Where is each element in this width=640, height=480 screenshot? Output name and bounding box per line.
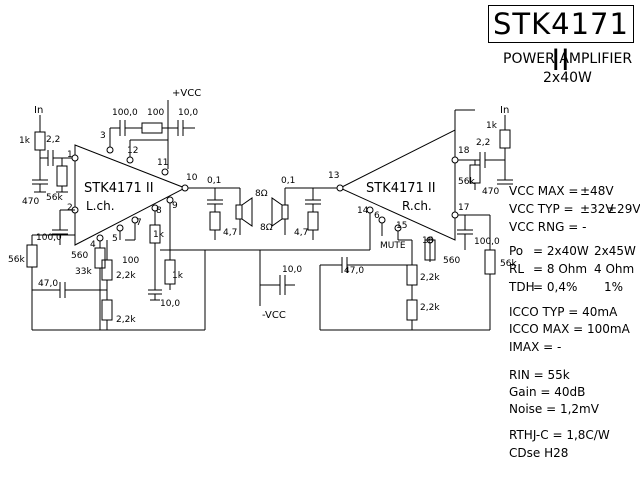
svg-text:1k: 1k bbox=[486, 121, 498, 131]
svg-text:2,2k: 2,2k bbox=[420, 303, 440, 313]
svg-text:17: 17 bbox=[458, 203, 469, 213]
supply-wiring bbox=[259, 250, 295, 306]
right-amplifier-triangle bbox=[338, 129, 456, 241]
svg-text:100: 100 bbox=[122, 256, 139, 266]
svg-text:10: 10 bbox=[186, 173, 198, 183]
svg-text:100: 100 bbox=[147, 108, 164, 118]
svg-text:2,2: 2,2 bbox=[476, 138, 490, 148]
mute-label: MUTE bbox=[380, 241, 406, 251]
rl-alt-value: 4 Ohm bbox=[594, 262, 635, 276]
svg-text:8: 8 bbox=[156, 206, 162, 216]
svg-text:56k: 56k bbox=[500, 259, 517, 269]
svg-text:12: 12 bbox=[127, 146, 138, 156]
svg-text:13: 13 bbox=[328, 171, 339, 181]
svg-text:4,7: 4,7 bbox=[223, 228, 237, 238]
svg-text:100,0: 100,0 bbox=[36, 233, 62, 243]
svg-text:47,0: 47,0 bbox=[38, 279, 58, 289]
svg-text:56k: 56k bbox=[458, 177, 475, 187]
svg-text:470: 470 bbox=[22, 197, 39, 207]
right-channel-label: R.ch. bbox=[402, 199, 432, 213]
svg-text:9: 9 bbox=[172, 201, 178, 211]
tdh-label: TDH bbox=[509, 280, 535, 294]
left-amplifier-triangle bbox=[74, 144, 187, 246]
right-chip-label: STK4171 II bbox=[366, 181, 436, 196]
icco-typ: ICCO TYP = 40mA bbox=[509, 305, 618, 319]
vcc-typ-label: VCC TYP = bbox=[509, 202, 574, 216]
left-chip-label: STK4171 II bbox=[84, 181, 154, 196]
svg-text:470: 470 bbox=[482, 187, 499, 197]
vcc-max-value: ±48V bbox=[580, 184, 614, 198]
svg-text:0,1: 0,1 bbox=[207, 176, 221, 186]
svg-text:3: 3 bbox=[100, 131, 106, 141]
svg-text:2: 2 bbox=[67, 203, 73, 213]
svg-text:18: 18 bbox=[458, 146, 470, 156]
svg-text:5: 5 bbox=[112, 234, 118, 244]
left-wiring bbox=[26, 100, 370, 331]
svg-text:1: 1 bbox=[67, 150, 73, 160]
svg-text:33k: 33k bbox=[75, 267, 92, 277]
po-label: Po bbox=[509, 244, 524, 258]
right-input-label: In bbox=[500, 105, 509, 116]
rl-label: RL bbox=[509, 262, 525, 276]
svg-text:15: 15 bbox=[396, 221, 407, 231]
svg-text:11: 11 bbox=[157, 158, 168, 168]
vcc-typ-alt-value: ±29V bbox=[607, 202, 640, 216]
right-wiring bbox=[271, 109, 513, 331]
imax: IMAX = - bbox=[509, 340, 562, 354]
supply-cap-label: 10,0 bbox=[282, 265, 302, 275]
svg-text:8Ω: 8Ω bbox=[260, 223, 273, 233]
svg-text:56k: 56k bbox=[8, 255, 25, 265]
po-alt-value: 2x45W bbox=[594, 244, 636, 258]
left-channel-label: L.ch. bbox=[86, 199, 115, 213]
svg-text:100,0: 100,0 bbox=[112, 108, 138, 118]
svg-text:1k: 1k bbox=[19, 136, 31, 146]
svg-text:2,2k: 2,2k bbox=[420, 273, 440, 283]
left-input-label: In bbox=[34, 105, 43, 116]
svg-text:6: 6 bbox=[374, 211, 380, 221]
schematic-labels: STK4171 II L.ch. STK4171 II R.ch. In In … bbox=[8, 88, 517, 325]
vcc-rng: VCC RNG = - bbox=[509, 220, 587, 234]
tdh-alt-value: 1% bbox=[604, 280, 624, 294]
rin: RIN = 55k bbox=[509, 368, 570, 382]
svg-text:4: 4 bbox=[90, 240, 96, 250]
vcc-pos-label: +VCC bbox=[172, 88, 201, 99]
svg-text:560: 560 bbox=[443, 256, 460, 266]
svg-text:2,2: 2,2 bbox=[46, 135, 60, 145]
rl-value: = 8 Ohm bbox=[533, 262, 588, 276]
svg-text:0,1: 0,1 bbox=[281, 176, 295, 186]
svg-text:7: 7 bbox=[136, 218, 142, 228]
svg-text:560: 560 bbox=[71, 251, 88, 261]
svg-text:4,7: 4,7 bbox=[294, 228, 308, 238]
icco-max: ICCO MAX = 100mA bbox=[509, 322, 630, 336]
svg-text:16: 16 bbox=[422, 236, 434, 246]
svg-text:2,2k: 2,2k bbox=[116, 271, 136, 281]
vcc-typ-value: ±32V bbox=[580, 202, 614, 216]
rthj-c: RTHJ-C = 1,8C/W bbox=[509, 428, 610, 442]
svg-text:2,2k: 2,2k bbox=[116, 315, 136, 325]
subtitle: POWER AMPLIFIER bbox=[503, 51, 633, 67]
part-number-title: STK4171 II bbox=[488, 5, 634, 77]
tdh-value: = 0,4% bbox=[533, 280, 578, 294]
noise: Noise = 1,2mV bbox=[509, 402, 599, 416]
po-value: = 2x40W bbox=[533, 244, 589, 258]
svg-text:8Ω: 8Ω bbox=[255, 189, 268, 199]
svg-text:14: 14 bbox=[357, 206, 369, 216]
left-pins bbox=[71, 146, 189, 242]
gain: Gain = 40dB bbox=[509, 385, 586, 399]
svg-text:10,0: 10,0 bbox=[160, 299, 180, 309]
svg-text:1k: 1k bbox=[153, 230, 165, 240]
vcc-neg-label: -VCC bbox=[262, 310, 286, 321]
svg-text:47,0: 47,0 bbox=[344, 266, 364, 276]
svg-text:10,0: 10,0 bbox=[178, 108, 198, 118]
svg-text:1k: 1k bbox=[172, 271, 184, 281]
svg-text:100,0: 100,0 bbox=[474, 237, 500, 247]
svg-text:56k: 56k bbox=[46, 193, 63, 203]
power-rating: 2x40W bbox=[543, 70, 592, 86]
vcc-max-label: VCC MAX = bbox=[509, 184, 579, 198]
case-type: CDse H28 bbox=[509, 446, 569, 460]
